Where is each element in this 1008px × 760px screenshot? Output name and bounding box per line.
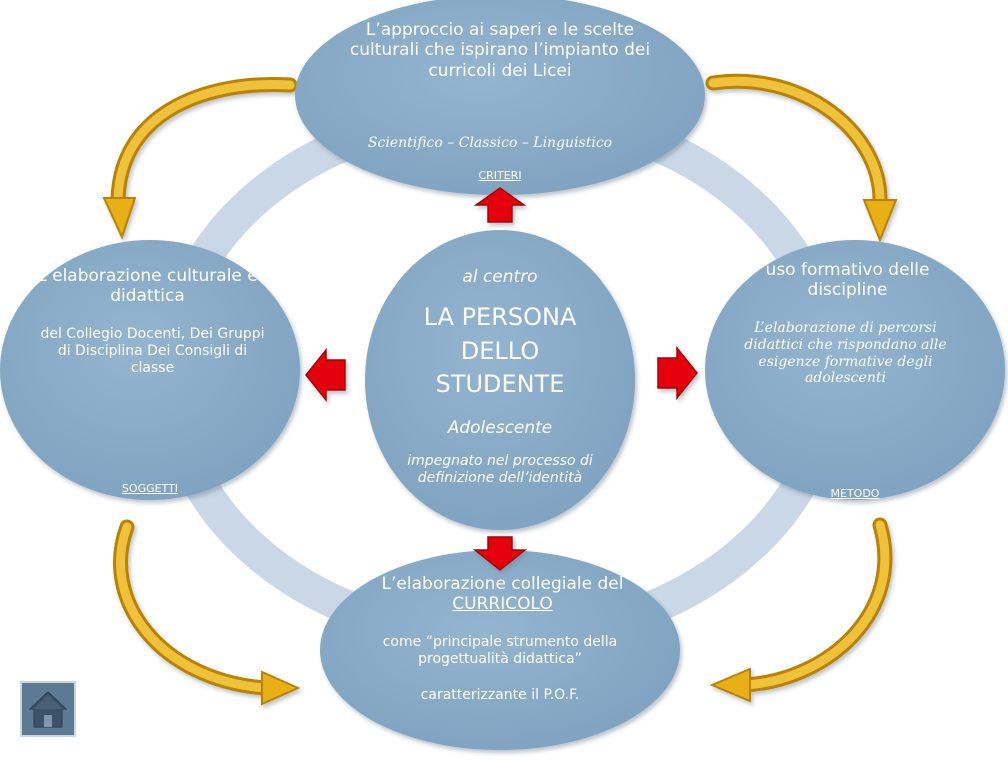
node-top — [295, 0, 705, 195]
metodo-tag[interactable]: METODO — [830, 487, 880, 500]
bottom-node-note: caratterizzante il P.O.F. — [420, 687, 580, 703]
center-note: impegnato nel processo di definizione de… — [407, 453, 593, 486]
center-sub: Adolescente — [447, 418, 553, 438]
curricolo-link[interactable]: CURRICOLO — [452, 594, 553, 615]
curved-arrow-bottom-right — [709, 517, 893, 703]
home-button[interactable] — [20, 681, 76, 737]
node-left — [0, 240, 300, 500]
top-node-subtitle: Scientifico – Classico – Linguistico — [367, 135, 613, 151]
curved-arrow-bottom-left — [113, 519, 301, 706]
arrow-up-red — [473, 187, 527, 223]
arrow-right-red — [657, 345, 698, 401]
curved-arrow-top-left — [102, 76, 298, 240]
soggetti-tag[interactable]: SOGGETTI — [121, 482, 179, 495]
arrow-left-red — [305, 347, 346, 403]
curved-arrow-top-right — [705, 73, 898, 243]
bottom-node-subtitle: come “principale strumento della progett… — [382, 634, 618, 667]
node-center — [365, 230, 635, 530]
left-node-subtitle: del Collegio Docenti, Dei Gruppi di Disc… — [40, 326, 265, 376]
left-node-title: L’elaborazione culturale e didattica — [37, 266, 258, 307]
node-right — [705, 240, 1005, 500]
bottom-title-text: L’elaborazione collegiale del — [381, 574, 624, 594]
bottom-node-title: L’elaborazione collegiale del CURRICOLO — [350, 574, 655, 615]
criteri-tag[interactable]: CRITERI — [478, 169, 522, 182]
right-node-title: uso formativo delle discipline — [765, 260, 930, 301]
node-bottom — [320, 550, 680, 750]
right-node-subtitle: L’elaborazione di percorsi didattici che… — [744, 320, 947, 387]
top-node-title: L’approccio ai saperi e le scelte cultur… — [349, 20, 651, 81]
arrow-down-red — [472, 536, 528, 571]
center-title: LA PERSONA DELLO STUDENTE — [423, 303, 577, 399]
home-icon — [28, 691, 68, 728]
center-pre: al centro — [462, 267, 538, 287]
